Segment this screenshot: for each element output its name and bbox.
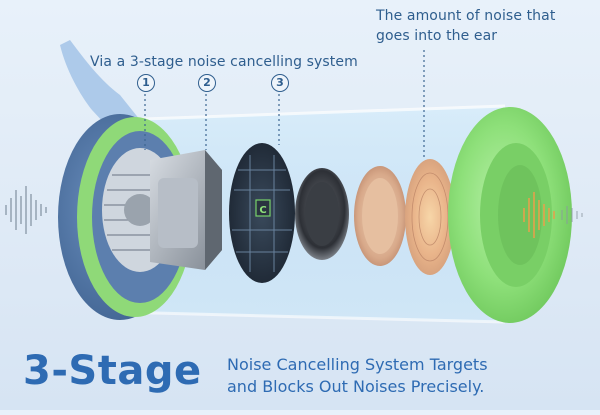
- description: Noise Cancelling System Targets and Bloc…: [227, 354, 587, 398]
- annotation-ear-noise-line2: goes into the ear: [376, 28, 498, 44]
- headline: 3-Stage: [23, 348, 202, 394]
- stage-2-marker: 2: [198, 74, 216, 92]
- incoming-noise-wave: [5, 186, 47, 234]
- annotation-3-stage: Via a 3-stage noise cancelling system: [90, 54, 358, 70]
- output-sound-wave: [523, 192, 555, 238]
- stage-1-marker: 1: [137, 74, 155, 92]
- stage-3-marker: 3: [271, 74, 289, 92]
- svg-text:C: C: [259, 205, 266, 216]
- description-line2: and Blocks Out Noises Precisely.: [227, 377, 485, 396]
- description-line1: Noise Cancelling System Targets: [227, 355, 488, 374]
- caption-bar: 3-Stage Noise Cancelling System Targets …: [0, 336, 600, 410]
- annotation-ear-noise-line1: The amount of noise that: [376, 8, 556, 24]
- annotation-ear-noise: The amount of noise that goes into the e…: [376, 6, 586, 46]
